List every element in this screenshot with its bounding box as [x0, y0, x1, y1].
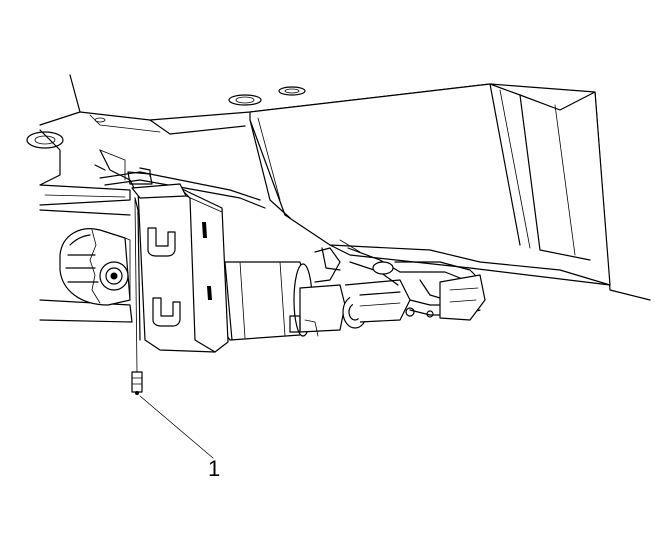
callout-label: 1	[208, 456, 220, 481]
bolt	[131, 199, 143, 395]
callout-leader-line	[139, 395, 214, 459]
pump-motor-assembly	[214, 239, 486, 341]
vehicle-underbody	[26, 74, 651, 323]
callout-1: 1	[139, 395, 220, 481]
mounting-bracket	[131, 183, 229, 353]
